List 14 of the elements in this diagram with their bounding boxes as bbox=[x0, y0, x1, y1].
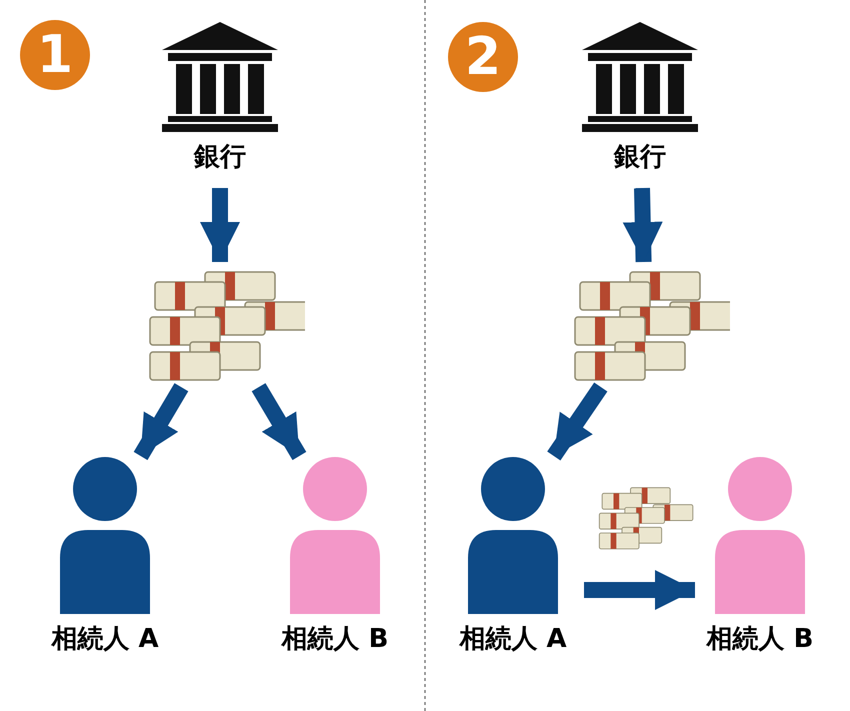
person-label: 相続人 A bbox=[50, 624, 160, 654]
person-label: 相続人 A bbox=[458, 624, 568, 654]
arrow bbox=[252, 383, 306, 460]
arrow bbox=[547, 382, 608, 461]
bank-label: 銀行 bbox=[192, 142, 247, 172]
person-label: 相続人 B bbox=[705, 624, 814, 654]
arrow bbox=[134, 383, 188, 460]
arrow bbox=[584, 570, 695, 610]
arrow bbox=[200, 188, 240, 262]
bank-label: 銀行 bbox=[612, 142, 667, 172]
number-badge: 2 bbox=[448, 22, 518, 92]
number-badge: 1 bbox=[20, 20, 90, 90]
person-label: 相続人 B bbox=[280, 624, 390, 654]
arrow bbox=[622, 188, 663, 262]
